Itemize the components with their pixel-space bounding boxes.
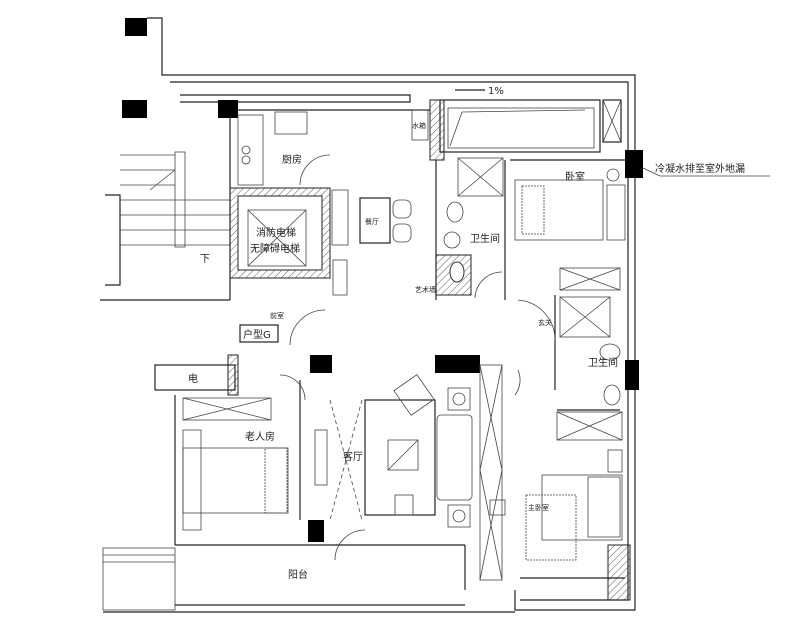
bedroom-bed — [510, 159, 626, 291]
elder-room-furniture — [174, 374, 465, 546]
bedroom-label: 卧室 — [565, 170, 585, 183]
structural-columns — [122, 18, 643, 542]
note-leader — [642, 167, 661, 177]
bathroom-1-fixtures — [435, 157, 506, 300]
master-bedroom-label: 主卧室 — [528, 503, 549, 512]
slope-label: 1% — [488, 86, 504, 97]
entry-door — [289, 309, 326, 346]
bathroom-2-fixtures — [517, 295, 623, 441]
water-tank-label: 水箱 — [412, 121, 426, 130]
feature-wall-label: 艺术墙 — [415, 285, 436, 294]
living-room-label: 客厅 — [343, 450, 363, 463]
dining-label: 餐厅 — [365, 217, 379, 226]
roof-drain-strip — [447, 107, 595, 149]
balcony — [102, 545, 515, 613]
foyer-label: 玄关 — [538, 318, 552, 327]
condensate-note: 冷凝水排至室外地漏 — [655, 162, 745, 175]
front-room-label: 前室 — [270, 311, 284, 320]
living-room-furniture — [329, 364, 521, 581]
stair-down-label: 下 — [200, 254, 210, 265]
unit-type-box — [239, 324, 279, 343]
kitchen-label: 厨房 — [282, 153, 302, 166]
electric-label: 电 — [188, 372, 198, 385]
water-tank — [411, 109, 429, 141]
accessible-elevator-label: 无障碍电梯 — [250, 242, 300, 255]
balcony-label: 阳台 — [288, 568, 308, 581]
dining-table — [359, 197, 412, 244]
bathroom-2-label: 卫生间 — [588, 356, 618, 369]
bathroom-1-label: 卫生间 — [470, 232, 500, 245]
kitchen-counter — [237, 111, 331, 186]
master-bedroom-furniture — [520, 449, 631, 601]
unit-type-text: 户型G — [243, 328, 271, 341]
elevator-shaft — [229, 187, 349, 296]
staircase — [105, 151, 230, 286]
elder-room-label: 老人房 — [245, 430, 275, 443]
fire-elevator-label: 消防电梯 — [256, 226, 296, 239]
